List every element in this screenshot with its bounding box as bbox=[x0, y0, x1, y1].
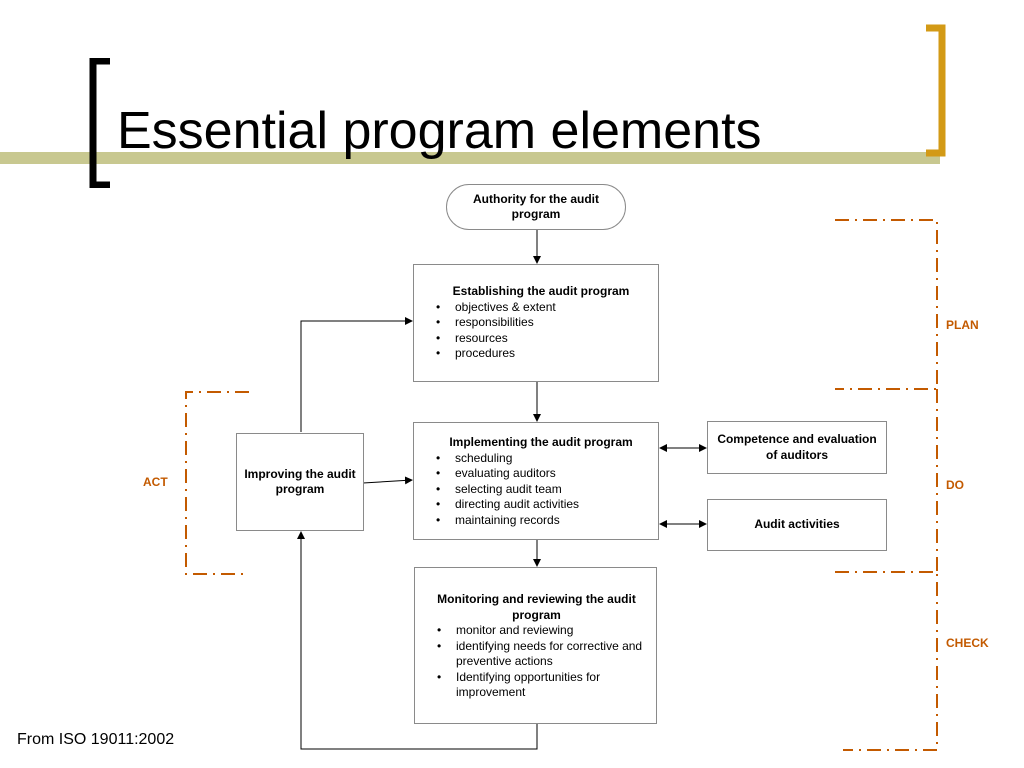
title-band bbox=[0, 152, 940, 164]
pdca-right-bracket bbox=[835, 219, 938, 751]
list-item: scheduling bbox=[432, 451, 650, 467]
arrow-improving-to-establishing bbox=[300, 317, 413, 432]
list-item: objectives & extent bbox=[432, 300, 650, 316]
implementing-title: Implementing the audit program bbox=[449, 435, 633, 449]
establishing-title: Establishing the audit program bbox=[452, 284, 630, 298]
right-bracket-icon bbox=[926, 24, 946, 157]
list-item: selecting audit team bbox=[432, 482, 650, 498]
list-item: resources bbox=[432, 331, 650, 347]
left-bracket-icon bbox=[89, 58, 110, 188]
audit-activities-label: Audit activities bbox=[754, 517, 840, 532]
list-item: procedures bbox=[432, 346, 650, 362]
improving-label: Improving the audit program bbox=[244, 466, 356, 497]
authority-box: Authority for the audit program bbox=[446, 184, 626, 230]
list-item: monitor and reviewing bbox=[433, 623, 652, 639]
phase-act-label: ACT bbox=[143, 475, 168, 489]
audit-activities-box: Audit activities bbox=[707, 499, 887, 551]
source-citation: From ISO 19011:2002 bbox=[17, 731, 175, 748]
list-item: evaluating auditors bbox=[432, 466, 650, 482]
implementing-list: scheduling evaluating auditors selecting… bbox=[432, 451, 650, 529]
list-item: directing audit activities bbox=[432, 497, 650, 513]
list-item: maintaining records bbox=[432, 513, 650, 529]
implementing-box: Implementing the audit program schedulin… bbox=[413, 422, 659, 540]
arrow-improving-to-implementing bbox=[362, 476, 413, 485]
establishing-list: objectives & extent responsibilities res… bbox=[432, 300, 650, 362]
phase-plan-label: PLAN bbox=[946, 318, 979, 332]
authority-label: Authority for the audit program bbox=[473, 191, 599, 222]
list-item: Identifying opportunities for improvemen… bbox=[433, 670, 652, 701]
improving-box: Improving the audit program bbox=[236, 433, 364, 531]
phase-do-label: DO bbox=[946, 478, 964, 492]
list-item: responsibilities bbox=[432, 315, 650, 331]
list-item: identifying needs for corrective and pre… bbox=[433, 639, 652, 670]
establishing-box: Establishing the audit program objective… bbox=[413, 264, 659, 382]
monitoring-list: monitor and reviewing identifying needs … bbox=[433, 623, 652, 701]
page-title: Essential program elements bbox=[117, 102, 762, 160]
pdca-left-bracket bbox=[185, 391, 249, 575]
arrow-monitoring-to-improving bbox=[297, 531, 538, 750]
competence-box: Competence and evaluation of auditors bbox=[707, 421, 887, 474]
monitoring-title: Monitoring and reviewing the audit progr… bbox=[437, 592, 636, 622]
phase-check-label: CHECK bbox=[946, 636, 989, 650]
monitoring-box: Monitoring and reviewing the audit progr… bbox=[414, 567, 657, 724]
competence-label: Competence and evaluation of auditors bbox=[717, 432, 877, 462]
